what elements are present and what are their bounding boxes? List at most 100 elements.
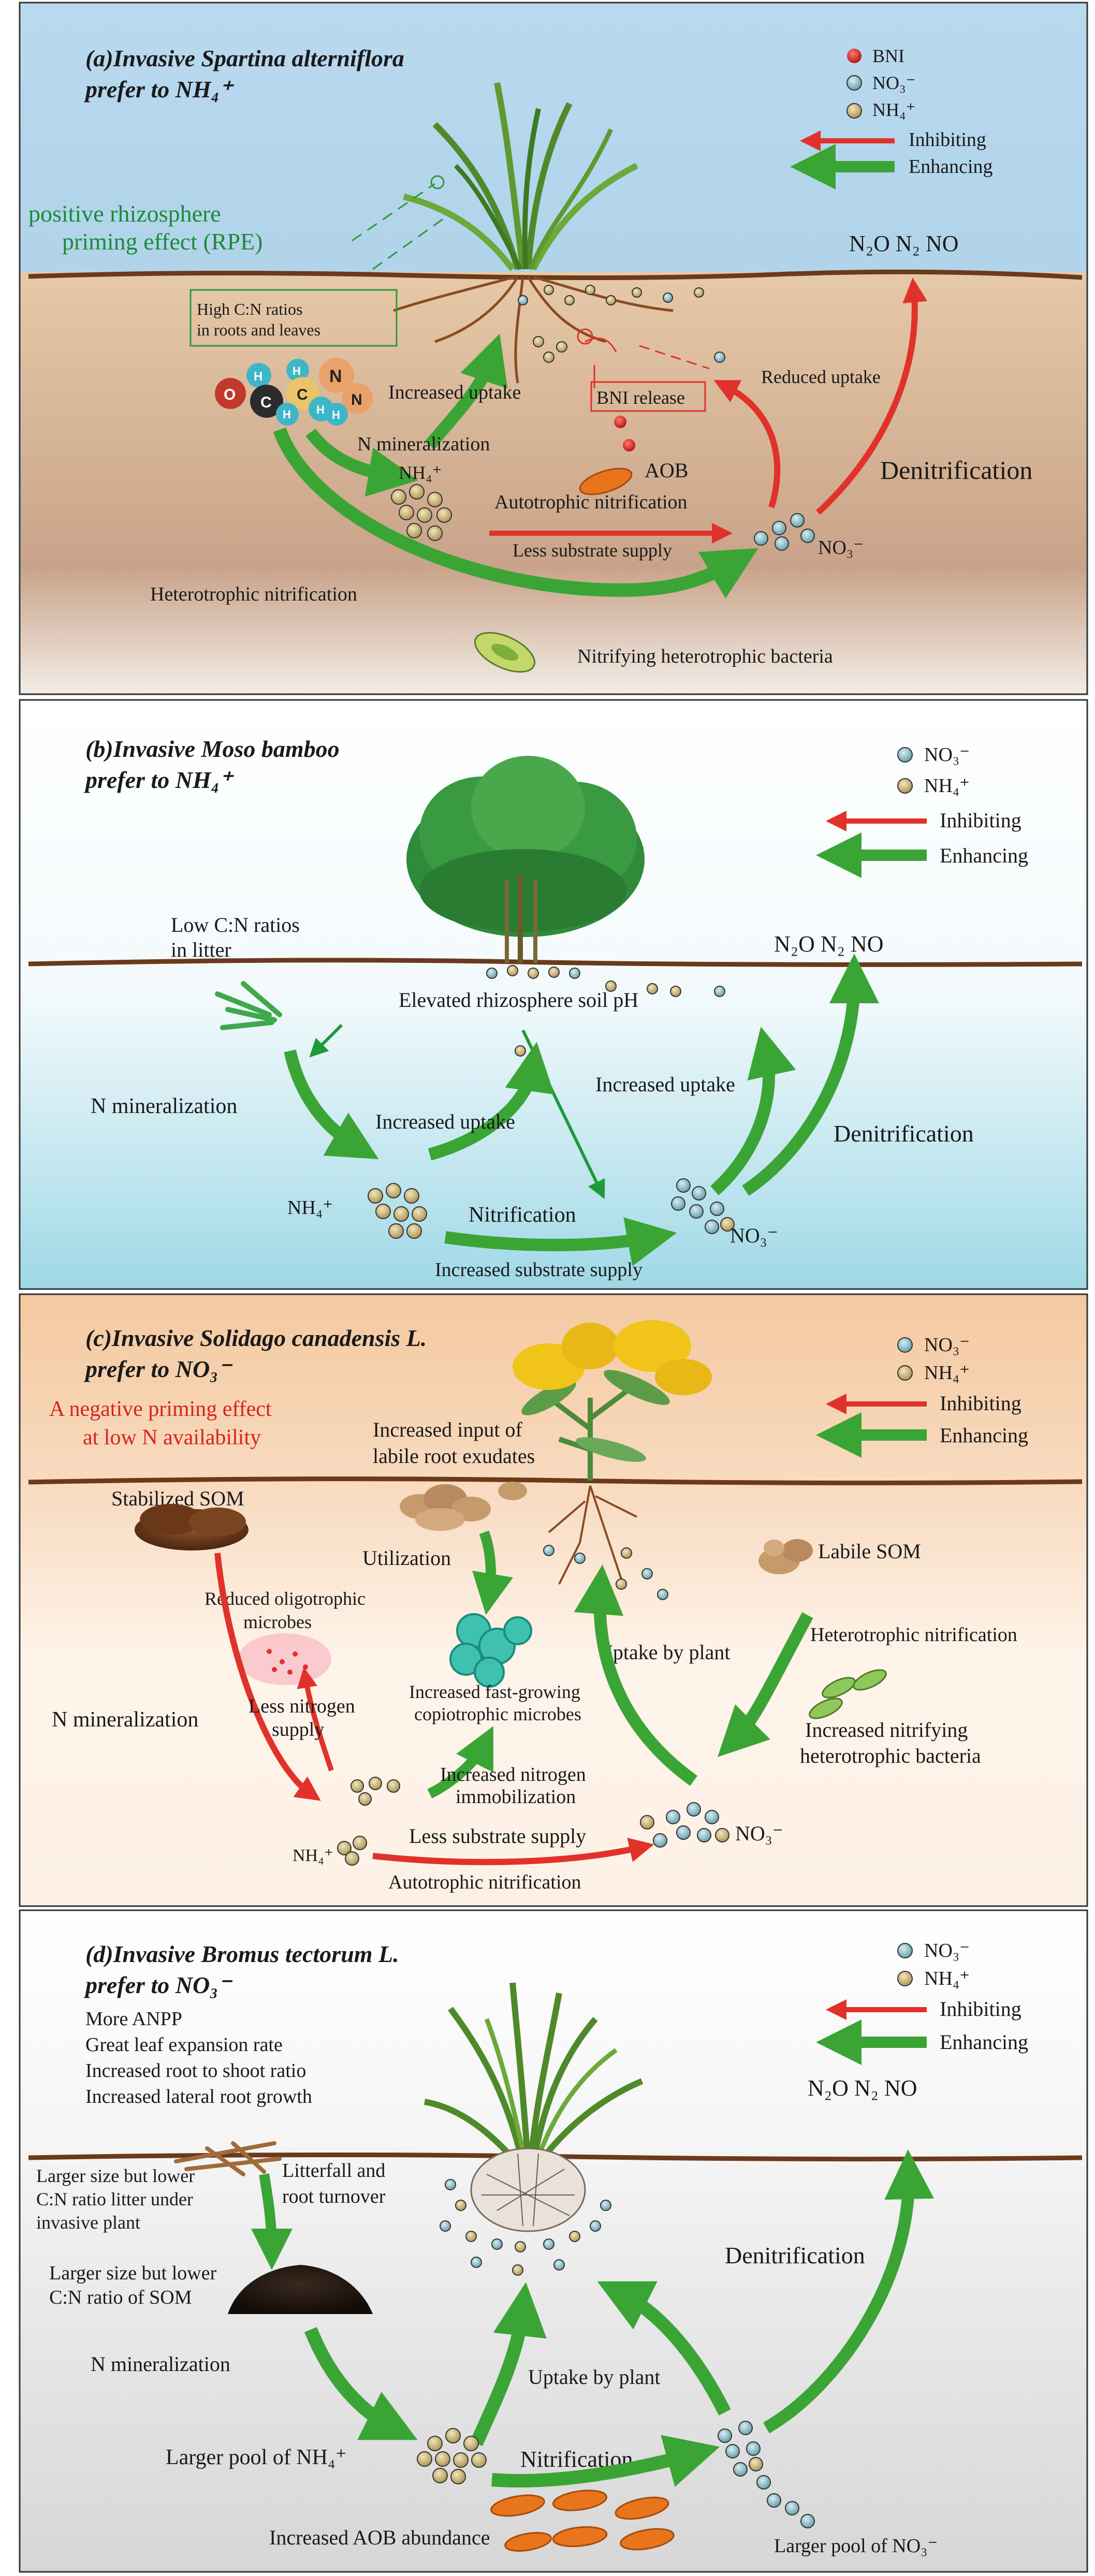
legend-inhibiting-label: Inhibiting xyxy=(909,129,986,151)
increased-uptake-arrow xyxy=(425,333,508,449)
panel-d: (d)Invasive Bromus tectorum L. prefer to… xyxy=(19,1909,1088,2573)
legend-no3-dot xyxy=(897,747,913,763)
no3-label: NO₃⁻ xyxy=(818,537,864,559)
legend-no3-dot xyxy=(846,75,862,91)
denitrification-label: Denitrification xyxy=(880,456,1032,485)
uptake-by-plant-label: Uptake by plant xyxy=(598,1641,731,1664)
legend-bni-dot xyxy=(847,49,862,63)
no3-pool-dots xyxy=(671,1178,735,1234)
soil-surface-line xyxy=(28,1476,1083,1486)
heterotrophic-nitrification-label: Heterotrophic nitrification xyxy=(150,583,357,605)
panel-c-title-line2: prefer to NO₃⁻ xyxy=(83,1356,233,1382)
trait-2: Great leaf expansion rate xyxy=(85,2034,283,2056)
less-nitrogen-line1: Less nitrogen xyxy=(249,1695,355,1717)
n-mineralization-label: N mineralization xyxy=(91,1094,237,1118)
panel-a-title-line2: prefer to NH₄⁺ xyxy=(83,76,235,103)
panel-d-title-line1: (d)Invasive Bromus tectorum L. xyxy=(85,1941,399,1967)
legend-no3-label: NO₃⁻ xyxy=(924,1334,970,1356)
low-cn-label-line1: Low C:N ratios xyxy=(171,913,300,936)
labile-exudate-cloud-icon xyxy=(400,1482,527,1531)
legend-nh4-label: NH₄⁺ xyxy=(924,1968,970,1989)
panel-a-title-line1: (a)Invasive Spartina alterniflora xyxy=(85,45,404,71)
increased-uptake-label-2: Increased uptake xyxy=(595,1073,735,1096)
trait-4: Increased lateral root growth xyxy=(85,2086,312,2107)
legend-no3-label: NO₃⁻ xyxy=(872,72,916,93)
legend-enhancing-label: Enhancing xyxy=(909,156,993,178)
root-zone-ion-dots xyxy=(440,2179,611,2276)
rpe-root-marker xyxy=(430,175,445,189)
denitrification-arrow xyxy=(763,2149,935,2434)
trait-3: Increased root to shoot ratio xyxy=(85,2060,306,2082)
labile-som-label: Labile SOM xyxy=(818,1540,921,1563)
nh4-pool-dots xyxy=(417,2428,487,2484)
panel-b-title-line1: (b)Invasive Moso bamboo xyxy=(85,736,340,762)
panel-a-legend: BNI NO₃⁻ NH₄⁺ Inhibiting Enhancing xyxy=(790,46,993,189)
autotrophic-nitrification-label: Autotrophic nitrification xyxy=(494,491,688,513)
panel-c: (c)Invasive Solidago canadensis L. prefe… xyxy=(19,1293,1088,1907)
root-exudates-line2: labile root exudates xyxy=(373,1444,535,1468)
denitrification-label: Denitrification xyxy=(725,2242,865,2268)
heterotrophic-nitrification-arrow xyxy=(718,1612,813,1757)
legend-inhibiting-label: Inhibiting xyxy=(940,809,1021,832)
nitrification-arrow xyxy=(444,1217,677,1266)
bni-dashed-line xyxy=(639,345,710,370)
bni-release-label: BNI release xyxy=(596,387,685,408)
utilization-label: Utilization xyxy=(362,1546,451,1570)
panel-c-title-line1: (c)Invasive Solidago canadensis L. xyxy=(85,1325,427,1351)
rpe-label-line2: priming effect (RPE) xyxy=(62,228,263,255)
panel-d-title-line2: prefer to NO₃⁻ xyxy=(83,1972,233,1998)
bni-release-box xyxy=(590,381,706,412)
soil-surface-line xyxy=(28,269,1083,281)
immobilization-arrow xyxy=(427,1726,493,1798)
low-cn-label-line2: in litter xyxy=(171,938,231,961)
molecule-letter-c: C xyxy=(297,386,308,403)
n-mineralization-arrow xyxy=(284,1049,379,1160)
nitrification-arrow xyxy=(491,2435,720,2487)
labile-som-cloud-icon xyxy=(758,1539,813,1574)
cn-ratio-box xyxy=(189,289,398,347)
molecule-letter-h: H xyxy=(283,408,291,421)
legend-inhibiting-label: Inhibiting xyxy=(940,1392,1021,1415)
legend-nh4-label: NH₄⁺ xyxy=(924,775,970,797)
bamboo-plant-icon xyxy=(406,756,645,963)
nitrification-label: Nitrification xyxy=(469,1203,576,1227)
legend-enhancing-label: Enhancing xyxy=(940,844,1028,867)
reduced-microbes-line1: Reduced oligotrophic xyxy=(205,1588,366,1609)
legend-nh4-dot xyxy=(846,103,862,119)
molecule-letter-h: H xyxy=(254,370,262,384)
gases-label: N₂O N₂ NO xyxy=(774,931,884,957)
nh4-small-pool-dots xyxy=(337,1777,400,1866)
som-line2: C:N ratio of SOM xyxy=(49,2287,192,2308)
nitrifying-bacteria-icon xyxy=(809,1669,887,1719)
bni-dot xyxy=(614,416,626,428)
less-nitrogen-supply-arrow xyxy=(297,1667,334,1772)
bromus-plant-icon xyxy=(424,1982,644,2232)
litter-leaf-icon xyxy=(215,981,282,1030)
no3-label: NO₃⁻ xyxy=(730,1224,778,1247)
nh4-pool-dots xyxy=(391,484,452,541)
legend-nh4-label: NH₄⁺ xyxy=(872,99,916,120)
litter-line3: invasive plant xyxy=(36,2212,140,2233)
uptake-by-plant-label: Uptake by plant xyxy=(528,2365,661,2389)
oligotrophic-microbes-icon xyxy=(238,1633,331,1685)
nh4-pool-dots xyxy=(368,1183,427,1239)
less-substrate-label: Less substrate supply xyxy=(409,1824,586,1848)
negative-priming-line2: at low N availability xyxy=(83,1426,261,1450)
larger-no3-label: Larger pool of NO₃⁻ xyxy=(774,2535,938,2557)
immobilization-line2: immobilization xyxy=(456,1786,576,1808)
n-mineralization-arrow xyxy=(214,1553,321,1801)
uptake-by-plant-arrow xyxy=(574,1564,697,1786)
no3-pool-dots xyxy=(640,1802,729,1848)
molecule-letter-c: C xyxy=(260,394,272,411)
litter-line2: C:N ratio litter under xyxy=(36,2189,193,2209)
legend-no3-dot xyxy=(897,1337,913,1353)
autotrophic-nitrification-arrow xyxy=(372,1837,654,1865)
denitrification-arrow xyxy=(742,954,879,1196)
legend-no3-label: NO₃⁻ xyxy=(924,1940,970,1962)
n-mineralization-label: N mineralization xyxy=(52,1708,198,1732)
legend-enhancing-label: Enhancing xyxy=(940,2030,1028,2054)
legend-nh4-dot xyxy=(897,1971,913,1986)
panel-a: positive rhizosphere priming effect (RPE… xyxy=(19,2,1088,695)
less-substrate-label: Less substrate supply xyxy=(513,540,672,561)
